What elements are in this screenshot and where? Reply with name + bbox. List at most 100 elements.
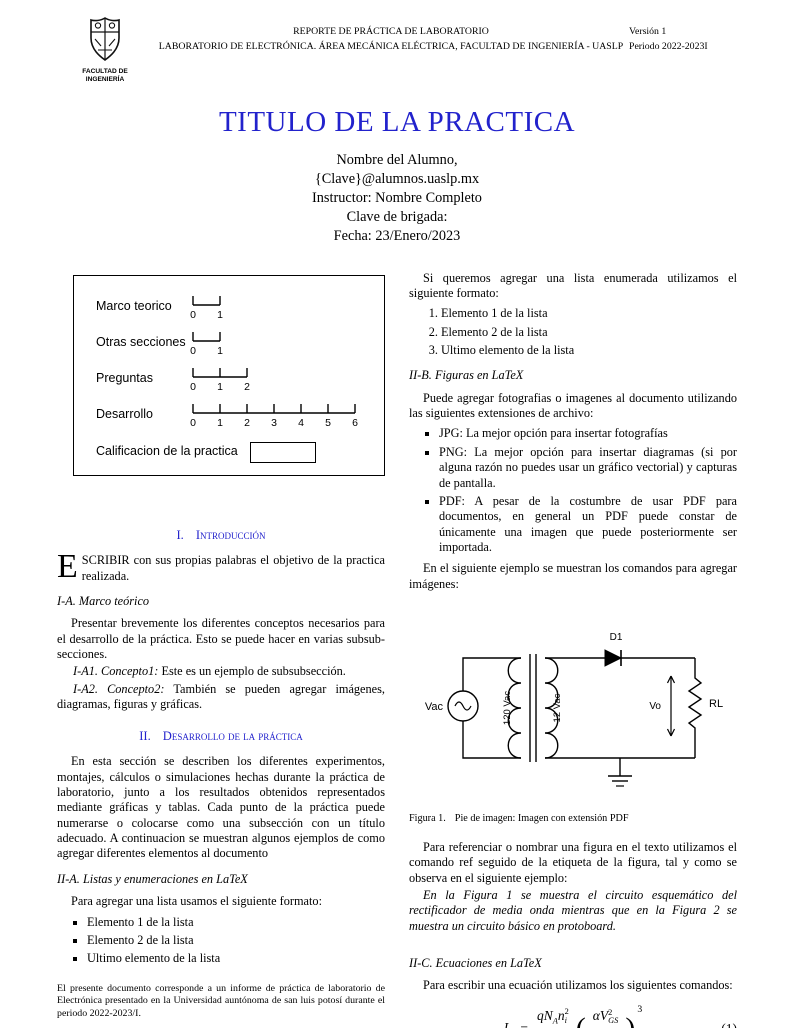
svg-text:2: 2: [244, 417, 250, 429]
vout-label: Vo: [649, 701, 661, 712]
subsection-heading-ecuaciones: II-C. Ecuaciones en LaTeX: [409, 955, 542, 970]
faculty-logo-caption: FACULTAD DE INGENIERÍA: [82, 68, 128, 83]
bullet-list-formats: JPG: La mejor opción para insertar fotog…: [409, 426, 737, 555]
faculty-logo: FACULTAD DE INGENIERÍA: [57, 16, 153, 84]
list-item: PDF: A pesar de la costumbre de usar PDF…: [439, 494, 737, 555]
svg-text:6: 6: [352, 417, 358, 429]
grade-input-box: [249, 441, 316, 463]
subsection-heading-listas: II-A. Listas y enumeraciones en LaTeX: [57, 871, 248, 886]
list-item: Ultimo elemento de la lista: [441, 343, 737, 358]
score-label: Preguntas: [96, 370, 153, 385]
report-header-text: REPORTE DE PRÁCTICA DE LABORATORIO LABOR…: [153, 16, 629, 54]
author-name: Nombre del Alumno,: [336, 151, 458, 168]
score-label: Desarrollo: [96, 406, 153, 421]
score-scale-desarrollo: 0 1 2 3 4 5 6: [190, 403, 358, 429]
section-heading-desarrollo: II.Desarrollo de la práctica: [139, 728, 303, 743]
instructor-line: Instructor: Nombre Completo: [312, 190, 482, 207]
svg-text:0: 0: [190, 309, 196, 321]
list-item: Elemento 2 de la lista: [441, 325, 737, 340]
reference-paragraph: Para referenciar o nombrar una figura en…: [409, 839, 737, 885]
load-label: RL: [709, 698, 723, 710]
right-paren: ): [625, 1014, 635, 1028]
reference-example-paragraph: En la Figura 1 se muestra el circuito es…: [409, 887, 737, 933]
section-heading-introduction: I.Introducción: [176, 527, 266, 542]
svg-text:1: 1: [217, 309, 223, 321]
subsection-heading-figuras: II-B. Figuras en LaTeX: [409, 368, 524, 383]
secondary-winding-label: 12 Vac: [552, 693, 563, 722]
example-intro-paragraph: En el siguiente ejemplo se muestran los …: [409, 561, 737, 591]
desarrollo-paragraph: En esta sección se describen los diferen…: [57, 754, 385, 861]
equation-number: (1): [721, 1021, 737, 1028]
list-item: Elemento 1 de la lista: [441, 306, 737, 321]
concepto1-paragraph: I-A1. Concepto1: Este es un ejemplo de s…: [73, 664, 346, 679]
faculty-crest-icon: [90, 17, 120, 61]
marco-teorico-paragraph: Presentar brevemente los diferentes conc…: [57, 616, 385, 662]
source-label: Vac: [425, 701, 444, 713]
equation-intro-paragraph: Para escribir una ecuación utilizamos lo…: [423, 978, 733, 993]
grade-row: Calificacion de la practica: [96, 441, 376, 463]
svg-text:0: 0: [190, 417, 196, 429]
subsection-heading-marco-teorico: I-A. Marco teórico: [57, 594, 150, 609]
score-label: Marco teorico: [96, 298, 172, 313]
score-scale-preguntas: 0 1 2: [190, 367, 250, 393]
right-column: Si queremos agregar una lista enumerada …: [409, 271, 737, 1028]
version-block: Versión 1 Periodo 2022-2023I: [629, 16, 737, 54]
brigade-line: Clave de brigada:: [346, 209, 448, 226]
svg-text:1: 1: [217, 417, 223, 429]
numbered-list: Elemento 1 de la lista Elemento 2 de la …: [409, 306, 737, 358]
date-line: Fecha: 23/Enero/2023: [333, 228, 461, 245]
svg-text:2: 2: [244, 381, 250, 393]
enum-intro-paragraph: Si queremos agregar una lista enumerada …: [409, 270, 737, 300]
svg-text:3: 3: [271, 417, 277, 429]
concepto2-paragraph: I-A2. Concepto2: También se pueden agreg…: [57, 681, 385, 712]
svg-text:5: 5: [325, 417, 331, 429]
author-block: Nombre del Alumno, {Clave}@alumnos.uaslp…: [57, 151, 737, 247]
score-row: Desarrollo 0 1 2 3 4 5 6: [96, 400, 376, 430]
svg-text:1: 1: [217, 345, 223, 357]
concepto2-label: I-A2. Concepto2:: [73, 681, 165, 696]
concepto1-label: I-A1. Concepto1:: [73, 664, 159, 679]
dropcap: E: [57, 548, 78, 586]
footnote: El presente documento corresponde a un i…: [57, 982, 385, 1020]
grade-label: Calificacion de la practica: [96, 444, 238, 459]
bullet-list-simple: Elemento 1 de la lista Elemento 2 de la …: [57, 915, 385, 967]
report-header-line2: LABORATORIO DE ELECTRÓNICA. ÁREA MECÁNIC…: [158, 41, 624, 53]
list-item: PNG: La mejor opción para insertar diagr…: [439, 445, 737, 491]
equation-lhs: ID: [503, 1019, 509, 1028]
figuras-intro-paragraph: Puede agregar fotografias o imagenes al …: [409, 390, 737, 421]
svg-text:4: 4: [298, 417, 304, 429]
period-label: Periodo 2022-2023I: [629, 41, 708, 53]
author-email: {Clave}@alumnos.uaslp.mx: [314, 170, 480, 187]
circuit-schematic: Vac 120 Vac 12 Vac: [425, 632, 723, 787]
list-item: JPG: La mejor opción para insertar fotog…: [439, 426, 737, 441]
circuit-figure: Vac 120 Vac 12 Vac: [409, 606, 737, 826]
svg-text:1: 1: [217, 381, 223, 393]
score-row: Preguntas 0 1 2: [96, 364, 376, 394]
page-title: TITULO DE LA PRACTICA: [218, 105, 576, 138]
figure-caption: Figura 1.Pie de imagen: Imagen con exten…: [409, 813, 629, 825]
score-label: Otras secciones: [96, 334, 186, 349]
version-label: Versión 1: [629, 26, 667, 37]
primary-winding-label: 120 Vac: [502, 691, 513, 725]
list-item: Elemento 2 de la lista: [87, 933, 385, 948]
list-item: Ultimo elemento de la lista: [87, 951, 385, 966]
page-header: FACULTAD DE INGENIERÍA REPORTE DE PRÁCTI…: [57, 16, 737, 84]
left-paren: (: [576, 1014, 586, 1028]
equation-exponent: 3: [637, 1003, 643, 1015]
list-intro-paragraph: Para agregar una lista usamos el siguien…: [71, 894, 322, 909]
diode-label: D1: [610, 632, 623, 643]
report-header-line1: REPORTE DE PRÁCTICA DE LABORATORIO: [293, 26, 489, 37]
svg-text:0: 0: [190, 381, 196, 393]
